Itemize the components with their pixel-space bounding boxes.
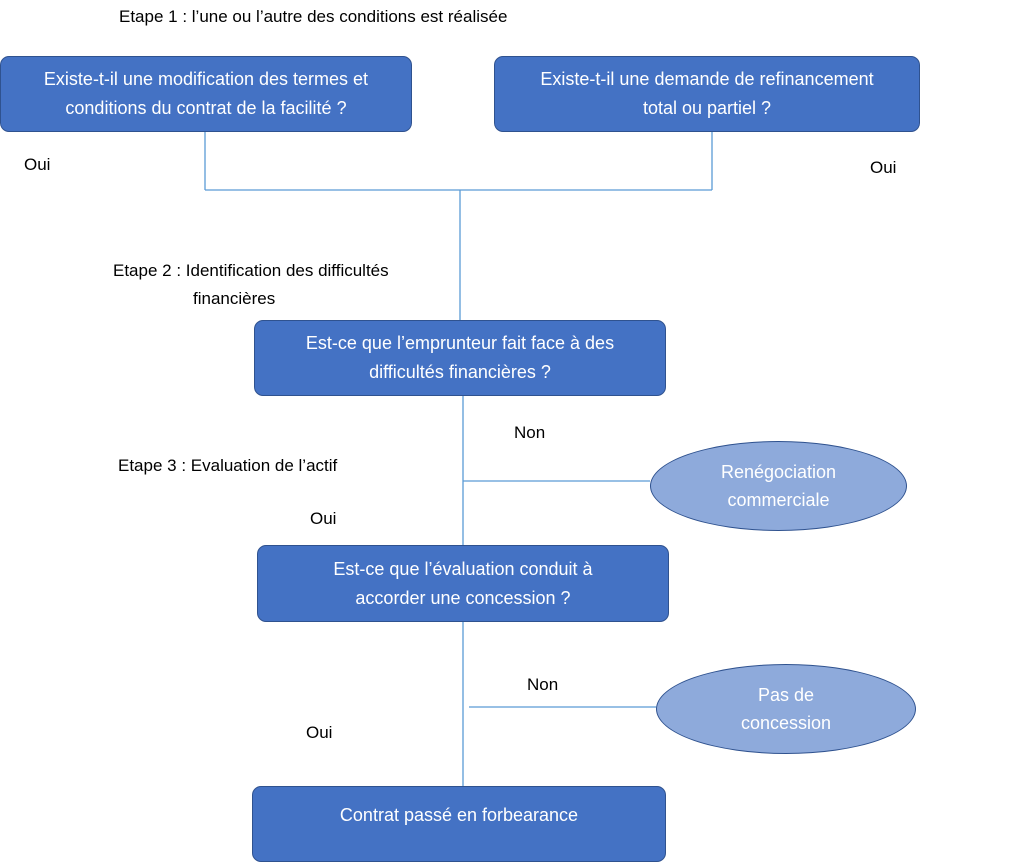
box-forbearance: Contrat passé en forbearance — [252, 786, 666, 862]
box-forbearance-text: Contrat passé en forbearance — [339, 805, 579, 825]
box-modification-conditions: Existe-t-il une modification des termes … — [0, 56, 412, 132]
box-refinancement-text: Existe-t-il une demande de refinancement… — [540, 69, 874, 118]
answer-non-1: Non — [514, 423, 546, 442]
oval-pas-de-concession: Pas de concession — [656, 664, 916, 754]
step3-heading: Etape 3 : Evaluation de l’actif — [118, 456, 338, 475]
box-evaluation-text: Est-ce que l’évaluation conduit à accord… — [333, 558, 593, 608]
oval-renegociation-commerciale: Renégociation commerciale — [650, 441, 907, 531]
oval-pas-concession-text: Pas de concession — [740, 685, 832, 733]
box-demande-refinancement: Existe-t-il une demande de refinancement… — [494, 56, 920, 132]
answer-oui-left: Oui — [24, 155, 51, 174]
box-modification-text: Existe-t-il une modification des termes … — [43, 69, 369, 118]
box-evaluation-concession: Est-ce que l’évaluation conduit à accord… — [257, 545, 669, 622]
step1-heading: Etape 1 : l’une ou l’autre des condition… — [119, 7, 508, 26]
answer-oui-right: Oui — [870, 158, 897, 177]
answer-non-2: Non — [527, 675, 559, 694]
answer-oui-2: Oui — [310, 509, 337, 528]
step2-heading-line2: financières — [193, 289, 276, 308]
answer-oui-3: Oui — [306, 723, 333, 742]
box-difficultes-financieres: Est-ce que l’emprunteur fait face à des … — [254, 320, 666, 396]
step2-heading-line1: Etape 2 : Identification des difficultés — [113, 261, 389, 280]
box-difficultes-text: Est-ce que l’emprunteur fait face à des … — [305, 333, 615, 382]
oval-renegociation-text: Renégociation commerciale — [720, 462, 837, 510]
